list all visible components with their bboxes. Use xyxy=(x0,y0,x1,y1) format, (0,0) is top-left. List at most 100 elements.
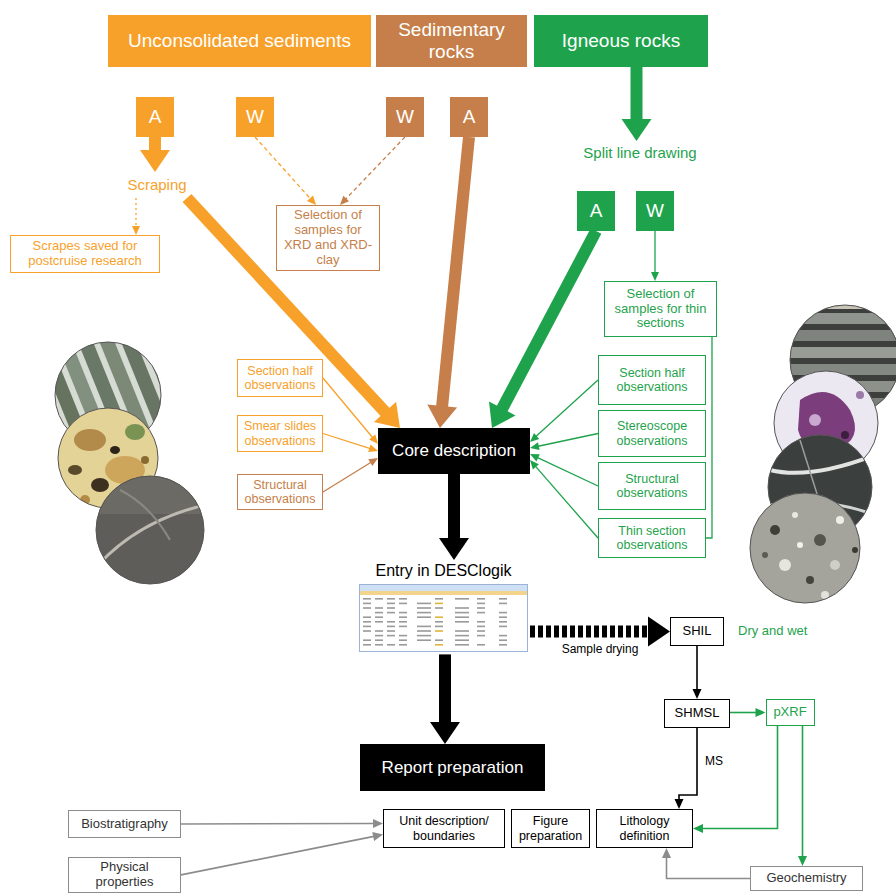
screenshot-toolbar xyxy=(360,585,527,591)
node-label: Geochemistry xyxy=(766,871,846,886)
screenshot-cell xyxy=(455,617,469,619)
connector-line xyxy=(701,726,778,829)
connector-line xyxy=(530,626,652,638)
arrowhead xyxy=(340,196,349,205)
node-label: A xyxy=(590,200,603,222)
screenshot-cell xyxy=(363,598,371,600)
arrowhead xyxy=(756,708,766,717)
connector-line xyxy=(187,198,388,415)
screenshot-cell xyxy=(417,631,431,633)
step-box: A xyxy=(450,97,488,137)
output-box: Lithology definition xyxy=(596,809,693,848)
connector-line xyxy=(696,646,698,691)
screenshot-cell xyxy=(499,617,507,619)
connector-line xyxy=(679,728,697,801)
screenshot-cell xyxy=(499,612,507,614)
smear-slide-photo xyxy=(91,478,109,492)
screenshot-cell xyxy=(435,598,443,600)
screenshot-cell xyxy=(387,608,395,610)
node-label: Section half observations xyxy=(242,364,318,393)
connector-line xyxy=(323,434,371,449)
arrowhead xyxy=(368,458,378,466)
flow-arrow xyxy=(323,458,378,492)
photo-frame xyxy=(750,493,860,603)
screenshot-cell xyxy=(499,644,507,646)
connector-line xyxy=(442,137,469,411)
node-label: Physical properties xyxy=(73,860,176,890)
observation-box: Section half observations xyxy=(237,359,323,397)
arrowhead xyxy=(662,848,671,858)
connector-line xyxy=(631,67,643,123)
flow-arrow xyxy=(530,454,598,486)
connector-line xyxy=(323,462,372,492)
screenshot-cell xyxy=(363,644,371,646)
thin-section-photo xyxy=(814,534,826,546)
arrowhead xyxy=(693,824,703,833)
flow-arrow xyxy=(132,198,140,235)
screenshot-cell xyxy=(455,612,469,614)
node-label: W xyxy=(646,200,664,222)
node-label: Core description xyxy=(392,441,516,461)
screenshot-cell xyxy=(417,635,431,637)
node-label: Split line drawing xyxy=(583,144,696,161)
smear-slide-photo xyxy=(68,465,82,475)
node-label: Stereoscope observations xyxy=(603,419,701,448)
node-label: Scraping xyxy=(127,176,186,193)
edge-label: MS xyxy=(703,754,725,768)
screenshot-cell xyxy=(387,626,395,628)
node-label: Entry in DESClogik xyxy=(375,562,511,580)
screenshot-cell xyxy=(399,598,407,600)
screenshot-cell xyxy=(363,603,371,605)
flow-arrow xyxy=(675,728,698,809)
screenshot-cell xyxy=(387,603,395,605)
screenshot-cell xyxy=(399,617,407,619)
crystal-photo xyxy=(809,414,821,426)
material-box: Igneous rocks xyxy=(534,15,708,67)
screenshot-cell xyxy=(375,631,383,633)
screenshot-cell xyxy=(417,603,431,605)
flow-arrow xyxy=(530,460,598,538)
thin-section-photo xyxy=(852,547,858,553)
screenshot-cell xyxy=(435,621,443,623)
screenshot-cell xyxy=(387,621,395,623)
instrument-box: SHMSL xyxy=(664,699,730,728)
node-label: Thin section observations xyxy=(603,524,701,553)
thin-section-photo xyxy=(770,525,780,535)
observation-box: Smear slides observations xyxy=(237,415,323,452)
arrowhead xyxy=(140,150,170,172)
screenshot-cell xyxy=(375,640,383,642)
arrowhead xyxy=(622,119,652,141)
screenshot-cell xyxy=(477,598,485,600)
screenshot-cell xyxy=(435,617,443,619)
photo-frame xyxy=(96,476,204,584)
screenshot-cell xyxy=(477,626,485,628)
node-label: Structural observations xyxy=(603,472,701,501)
arrowhead xyxy=(430,722,460,744)
software-screenshot xyxy=(359,584,528,652)
screenshot-cell xyxy=(455,631,469,633)
screenshot-cell xyxy=(477,631,485,633)
core-box-photo xyxy=(788,303,896,309)
flow-arrow xyxy=(323,434,378,453)
screenshot-cell xyxy=(455,621,469,623)
flow-arrow xyxy=(530,434,598,451)
flow-arrow xyxy=(140,137,170,172)
input-box: Physical properties xyxy=(68,857,181,893)
arrowhead xyxy=(530,433,539,442)
node-label: Selection of samples for thin sections xyxy=(609,287,712,332)
core-photo xyxy=(121,282,205,463)
arrowhead xyxy=(530,442,540,450)
connector-line xyxy=(135,198,136,228)
node-label: Report preparation xyxy=(382,758,524,778)
screenshot-cell xyxy=(499,626,507,628)
step-text: Split line drawing xyxy=(565,141,715,165)
node-label: Figure preparation xyxy=(516,814,585,843)
connector-line xyxy=(537,457,599,486)
screenshot-cell xyxy=(399,603,407,605)
arrowhead xyxy=(489,402,516,429)
connector-line xyxy=(535,465,598,538)
step-box: W xyxy=(636,191,674,231)
screenshot-cell xyxy=(435,644,443,646)
screenshot-cell xyxy=(435,640,443,642)
thin-section-photo xyxy=(797,542,803,548)
